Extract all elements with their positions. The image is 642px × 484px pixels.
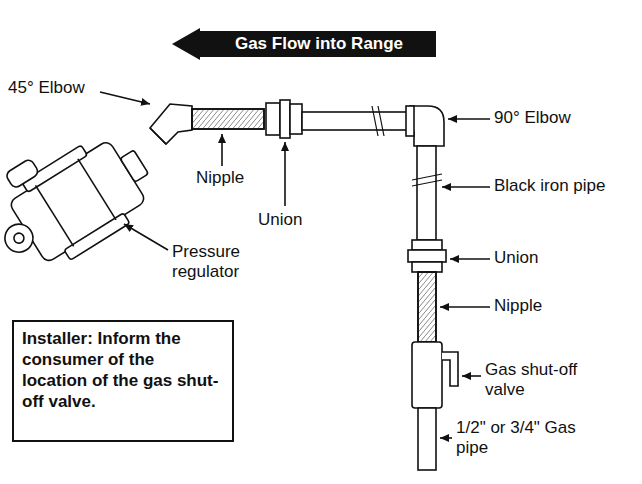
part-label: Nipple [196,168,276,188]
part-label: Pressure regulator [172,242,276,282]
flow-arrow: Gas Flow into Range [172,28,436,60]
pressure-regulator [0,109,165,284]
part-label: Nipple [494,296,574,316]
part-label: Gas shut-off valve [485,360,605,400]
part-label: 90° Elbow [494,108,624,128]
part-label: 45° Elbow [8,78,118,98]
flow-label: Gas Flow into Range [172,28,436,60]
part-label: Black iron pipe [494,176,634,196]
note-box: Installer: Inform the consumer of the lo… [12,320,234,442]
note-text: Installer: Inform the consumer of the lo… [22,328,224,412]
part-label: Union [494,248,574,268]
part-label: Union [258,210,328,230]
part-label: 1/2" or 3/4" Gas pipe [456,418,606,458]
